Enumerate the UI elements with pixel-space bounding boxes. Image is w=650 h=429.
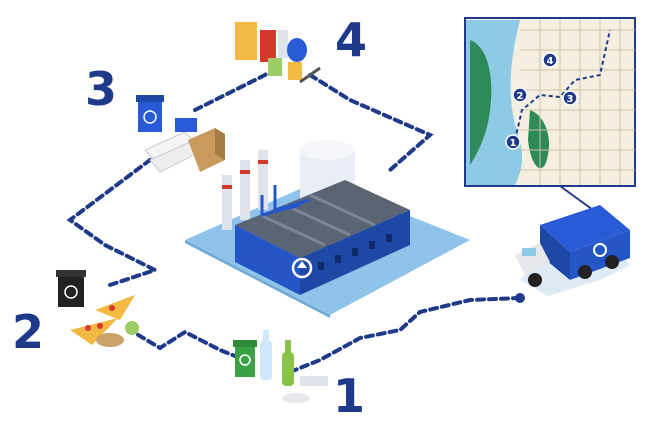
tin-can-icon — [235, 22, 307, 80]
paper-stack-icon — [136, 95, 225, 173]
step-number-2: 2 — [12, 305, 44, 359]
pizza-icon — [56, 270, 139, 347]
garbage-truck-icon — [515, 205, 630, 296]
svg-text:2: 2 — [517, 91, 524, 102]
map-marker-4: 4 — [542, 52, 558, 68]
city-map-icon: 1 2 3 4 — [464, 17, 636, 187]
collection-route — [66, 70, 522, 374]
step-number-4: 4 — [335, 13, 367, 67]
factory-icon — [222, 140, 410, 295]
wrench-icon — [299, 66, 321, 84]
svg-text:1: 1 — [510, 138, 517, 149]
map-marker-3: 3 — [562, 90, 578, 106]
map-marker-1: 1 — [505, 134, 521, 150]
svg-text:3: 3 — [567, 94, 574, 105]
step-number-1: 1 — [333, 369, 365, 423]
map-marker-2: 2 — [512, 87, 528, 103]
recycle-icon — [291, 257, 313, 279]
glass-bottle-icon — [233, 330, 328, 403]
svg-text:4: 4 — [547, 56, 554, 67]
step-number-3: 3 — [85, 62, 117, 116]
